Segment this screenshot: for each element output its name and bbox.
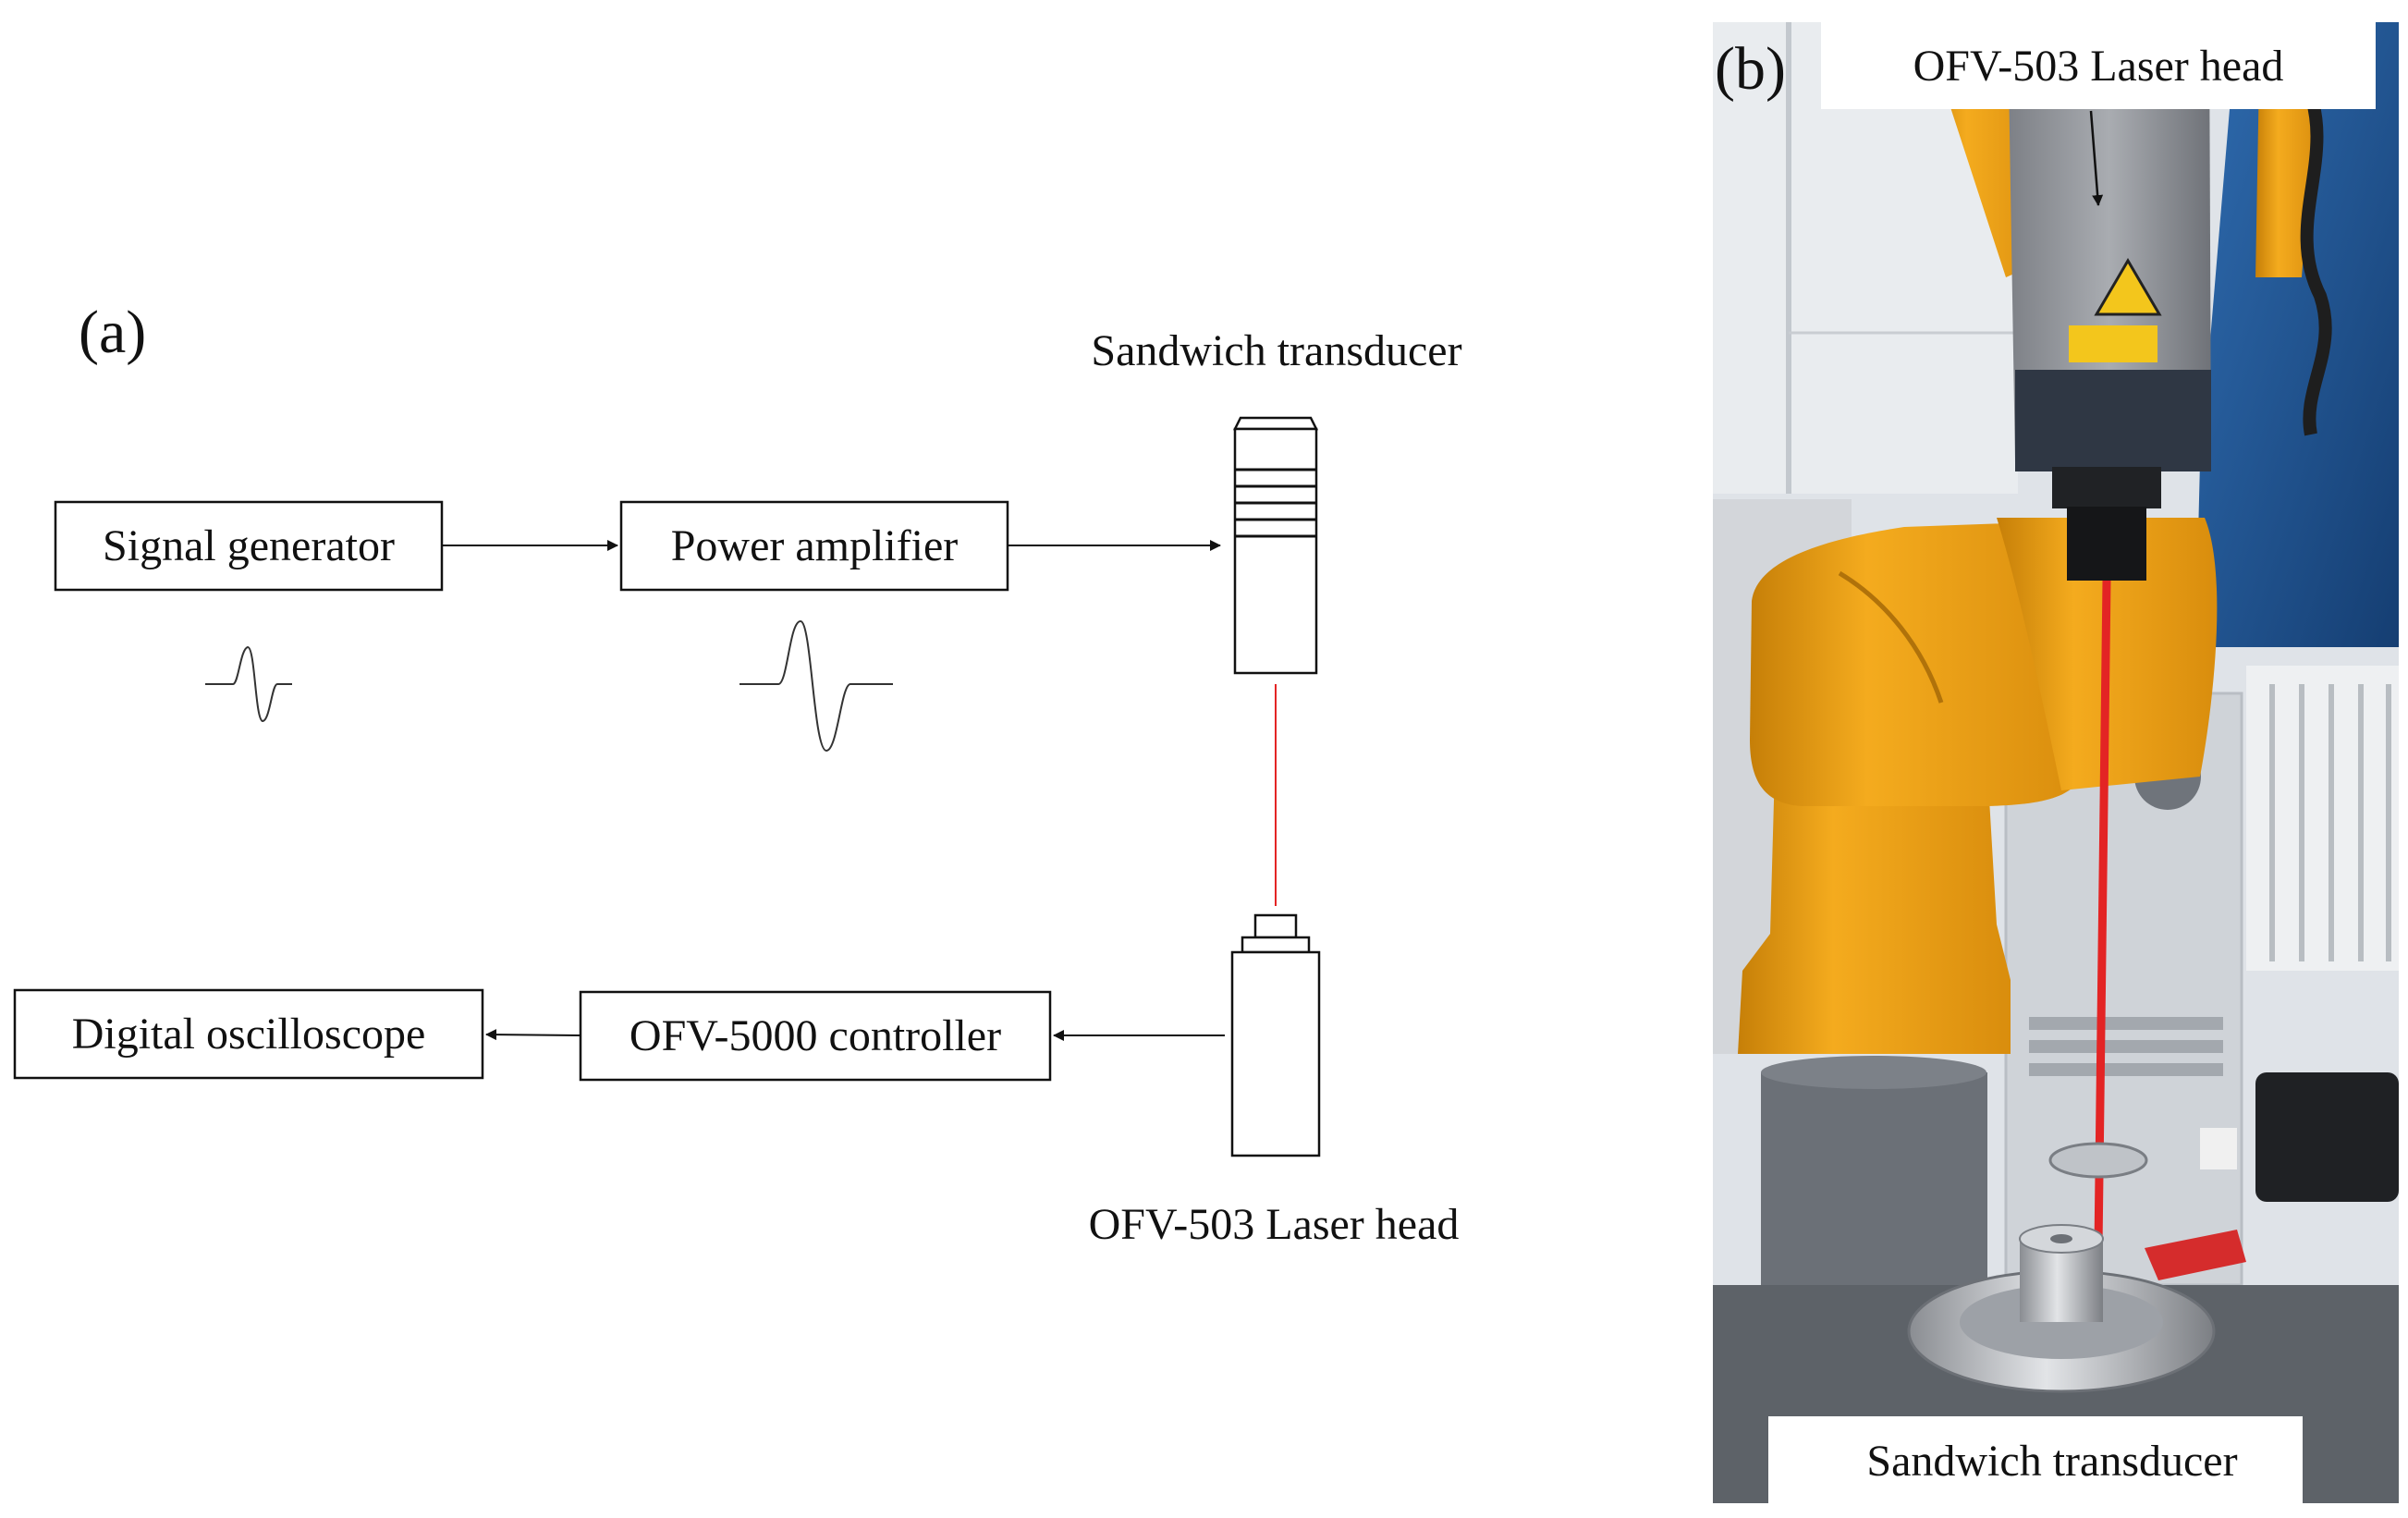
transducer-body [1233,427,1318,675]
signal-generator-box [54,500,444,592]
ofv-5000-controller-block: OFV-5000 controller [579,990,1052,1082]
power-amplifier-block: Power amplifier [619,500,1009,592]
amplified-burst-waveform [740,619,893,753]
photo-white-block [2200,1128,2237,1169]
sandwich-transducer-label: Sandwich transducer [1091,326,1461,375]
panel-b: (b) OFV-503 Laser head Sandwich transduc… [1713,22,2399,1503]
photo-radiator [2246,666,2399,971]
digital-oscilloscope-label: Digital oscilloscope [72,1010,426,1059]
photo-laser-head-mount [2052,467,2161,508]
laser-head-lens [1253,913,1298,939]
photo-laser-head-panel [2015,370,2211,471]
panel-a: (a) Signal generator Power amplifier San… [13,299,1462,1249]
photo-laser-beam [2094,580,2111,1249]
photo-laser-lens [2067,507,2146,581]
photo-top-caption: OFV-503 Laser head [1913,42,2284,91]
photo-robot-shoulder [1750,522,2084,806]
power-amplifier-label: Power amplifier [671,521,959,570]
laser-head-label: OFV-503 Laser head [1089,1200,1460,1249]
photo-cabinet-vent [2029,1040,2223,1053]
photo-cabinet-vent [2029,1017,2223,1030]
photo-robot-pedestal [1761,1072,1987,1294]
photo-red-clamp [2145,1230,2246,1280]
photo-transducer-tip-hole [2050,1234,2072,1243]
photo-robot-shoulder-seam [1838,570,1944,704]
photo-top-caption-arrow [2089,110,2104,206]
experiment-photo [1713,22,2399,1503]
arrow-controller-to-oscilloscope [485,1029,581,1041]
panel-b-letter: (b) [1715,35,1786,103]
photo-blue-curtain [2195,22,2399,647]
signal-generator-block: Signal generator [54,500,444,592]
photo-robot-pedestal-top [1761,1056,1986,1089]
signal-generator-label: Signal generator [103,521,395,570]
transducer-cap [1232,416,1319,431]
digital-oscilloscope-block: Digital oscilloscope [13,988,484,1080]
photo-top-caption-box [1821,22,2376,109]
input-burst-waveform [205,645,292,723]
photo-robot-base [1738,767,2011,1054]
photo-laser-head [2008,22,2211,462]
photo-black-case [2255,1072,2399,1202]
digital-oscilloscope-box [13,988,484,1080]
laser-head-body [1230,950,1321,1157]
photo-laser-warning-label [2069,325,2157,362]
power-amplifier-box [619,500,1009,592]
photo-bottom-caption: Sandwich transducer [1866,1437,2237,1486]
ofv-5000-controller-label: OFV-5000 controller [630,1011,1001,1060]
photo-laser-warning-icon [2094,258,2162,316]
panel-a-letter: (a) [79,299,146,366]
photo-cabinet-vent [2029,1063,2223,1076]
sandwich-transducer-drawing [1232,416,1319,675]
ofv-5000-controller-box [579,990,1052,1082]
laser-head-drawing [1230,913,1321,1157]
photo-metal-ring [2048,1142,2148,1179]
photo-cable [2300,80,2332,436]
photo-bottom-caption-box [1768,1416,2303,1503]
laser-head-collar [1241,936,1311,954]
